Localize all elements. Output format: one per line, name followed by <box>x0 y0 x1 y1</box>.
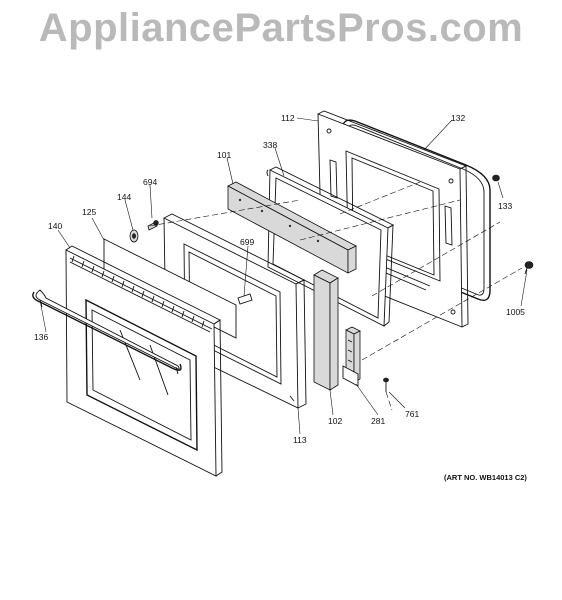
callout-136: 136 <box>34 332 48 342</box>
part-694-screw <box>147 220 159 231</box>
part-101-insulation <box>227 181 357 274</box>
part-140-outer-door-panel <box>65 245 223 477</box>
watermark-text: AppliancePartsPros.com <box>38 6 524 50</box>
callout-140: 140 <box>48 221 62 231</box>
callout-338: 338 <box>263 140 277 150</box>
callout-694: 694 <box>143 177 157 187</box>
callout-112: 112 <box>281 113 295 123</box>
callout-133: 133 <box>498 201 512 211</box>
part-136-door-handle <box>32 289 182 375</box>
part-102-insulation <box>313 269 339 391</box>
callout-699: 699 <box>240 237 254 247</box>
callout-144: 144 <box>117 192 131 202</box>
part-761-screw <box>383 377 389 392</box>
callout-102: 102 <box>328 416 342 426</box>
part-281-hinge <box>342 326 361 387</box>
callout-labels: 112 132 338 101 694 144 125 140 699 133 … <box>34 113 525 445</box>
callout-101: 101 <box>217 150 231 160</box>
callout-132: 132 <box>451 113 465 123</box>
callout-125: 125 <box>82 207 96 217</box>
art-number: (ART NO. WB14013 C2) <box>444 473 527 482</box>
assembly-lines <box>149 181 523 411</box>
part-699-clip <box>237 293 253 305</box>
part-1005-bumper <box>524 261 534 275</box>
callout-761: 761 <box>405 409 419 419</box>
callout-281: 281 <box>371 416 385 426</box>
part-144-vent <box>129 229 139 243</box>
callout-113: 113 <box>293 435 307 445</box>
part-133-bumper <box>492 174 500 182</box>
callout-1005: 1005 <box>506 307 525 317</box>
leader-lines <box>39 117 528 435</box>
part-125-front-glass <box>103 238 237 339</box>
